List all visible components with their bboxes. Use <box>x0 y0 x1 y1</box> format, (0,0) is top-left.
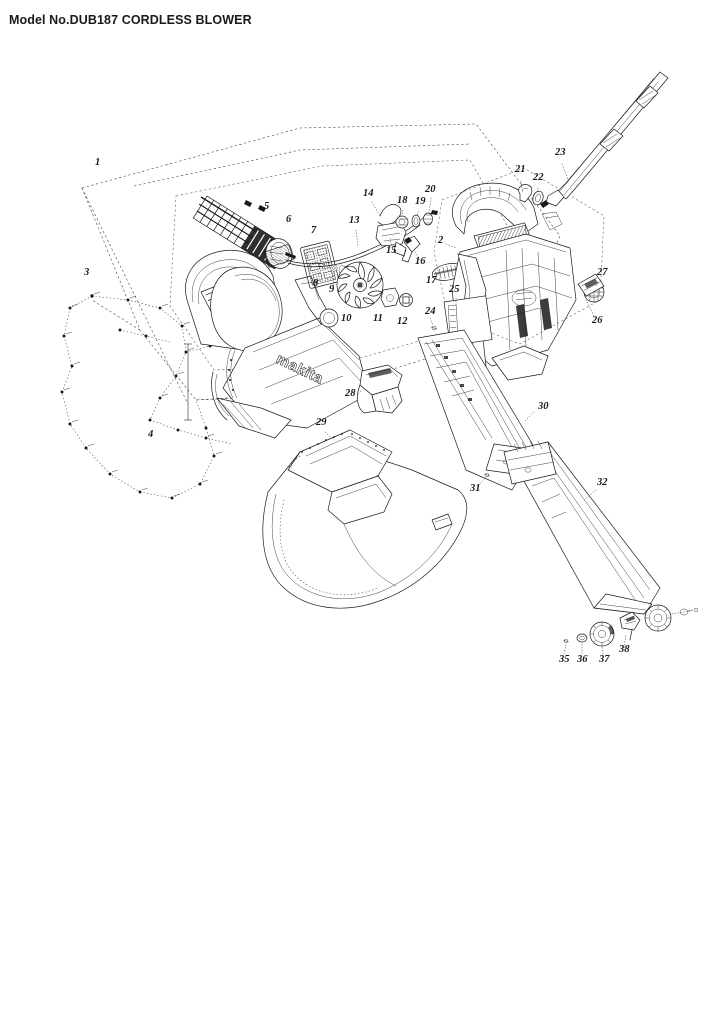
callout-20: 20 <box>425 184 436 195</box>
callout-16: 16 <box>415 256 426 267</box>
callout-10: 10 <box>341 313 352 324</box>
callout-23: 23 <box>555 147 566 158</box>
callout-11: 11 <box>373 313 383 324</box>
page-title: Model No.DUB187 CORDLESS BLOWER <box>9 13 252 27</box>
callout-8: 8 <box>313 278 319 289</box>
callout-12: 12 <box>397 316 408 327</box>
callout-24: 24 <box>425 306 436 317</box>
callout-36: 36 <box>577 654 588 665</box>
callout-7: 7 <box>311 225 317 236</box>
callout-1: 1 <box>95 157 101 168</box>
callout-13: 13 <box>349 215 360 226</box>
callout-37: 37 <box>599 654 610 665</box>
callout-26: 26 <box>592 315 603 326</box>
callout-31: 31 <box>470 483 481 494</box>
callout-21: 21 <box>515 164 526 175</box>
callout-35: 35 <box>559 654 570 665</box>
callout-19: 19 <box>415 196 426 207</box>
callout-27: 27 <box>597 267 608 278</box>
callout-18: 18 <box>397 195 408 206</box>
callout-4: 4 <box>148 429 154 440</box>
callout-30: 30 <box>538 401 549 412</box>
callout-5: 5 <box>264 201 270 212</box>
callout-28: 28 <box>345 388 356 399</box>
callout-38: 38 <box>619 644 630 655</box>
callout-9: 9 <box>329 284 335 295</box>
callout-6: 6 <box>286 214 292 225</box>
callout-17: 17 <box>426 275 437 286</box>
callout-22: 22 <box>533 172 544 183</box>
callout-14: 14 <box>363 188 374 199</box>
callout-2: 2 <box>438 235 444 246</box>
callout-3: 3 <box>84 267 90 278</box>
callout-29: 29 <box>316 417 327 428</box>
callout-32: 32 <box>597 477 608 488</box>
callout-15: 15 <box>386 245 397 256</box>
callout-25: 25 <box>449 284 460 295</box>
